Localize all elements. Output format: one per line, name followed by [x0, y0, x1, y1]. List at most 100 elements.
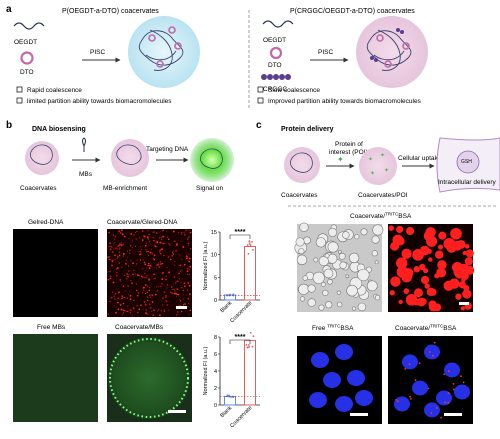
droplet: [336, 301, 343, 308]
speckle: [109, 248, 112, 251]
data-point: [252, 335, 255, 338]
speckle: [121, 229, 123, 232]
data-point: [249, 331, 252, 334]
speckle: [162, 297, 164, 299]
droplet: [423, 230, 434, 241]
speckle: [173, 230, 175, 233]
brightfield-droplets: [294, 222, 384, 312]
speckle: [160, 282, 163, 285]
speckle: [136, 283, 138, 285]
img-label-gelred: Gelred-DNA: [28, 219, 64, 226]
panel-c-header: Coacervate/TRITCBSA: [350, 212, 412, 221]
speckle: [118, 254, 121, 257]
speckle: [136, 294, 139, 297]
nucleus: [355, 390, 373, 406]
speckle: [180, 233, 183, 235]
droplet: [323, 268, 334, 279]
img-label-free-mbs: Free MBs: [37, 324, 66, 331]
speckle: [173, 292, 175, 294]
panel-a-left-pisc: PISC: [90, 49, 105, 56]
speckle: [113, 248, 115, 250]
signal-on-droplet: [190, 138, 234, 182]
speckle: [137, 250, 139, 253]
scale-bar: [176, 306, 187, 309]
tritc-spot: [428, 351, 431, 353]
droplet: [374, 294, 381, 301]
speckle: [158, 241, 160, 243]
svg-text:✦: ✦: [368, 156, 373, 163]
speckle: [167, 238, 170, 241]
speckle: [151, 253, 154, 255]
speckle: [117, 301, 119, 304]
droplet: [398, 299, 403, 305]
speckle: [138, 308, 141, 311]
speckle: [185, 255, 188, 258]
speckle: [178, 254, 180, 256]
coil-icon: [30, 144, 53, 165]
speckle: [108, 255, 111, 258]
speckle: [174, 292, 177, 295]
data-point: [252, 249, 254, 251]
speckle: [153, 278, 155, 280]
speckle: [155, 232, 158, 234]
x-tick-label: Blank: [219, 405, 233, 419]
speckle: [173, 276, 176, 278]
speckle: [108, 245, 111, 247]
speckle: [167, 255, 170, 258]
speckle: [180, 264, 182, 266]
droplet: [307, 298, 316, 307]
speckle: [121, 232, 123, 234]
speckle: [148, 303, 151, 306]
speckle: [190, 248, 192, 250]
speckle: [114, 241, 116, 243]
speckle: [188, 303, 189, 304]
speckle: [147, 250, 149, 253]
y-axis-label: Normalized FI (a.u.): [203, 347, 209, 396]
speckle: [183, 263, 186, 266]
speckle: [145, 284, 147, 286]
speckle: [157, 310, 159, 312]
droplet: [298, 248, 305, 255]
droplet: [435, 250, 444, 259]
speckle: [129, 290, 131, 292]
speckle: [130, 233, 133, 235]
speckle: [182, 294, 184, 296]
speckle: [120, 242, 122, 244]
speckle: [187, 242, 190, 245]
speckle: [149, 296, 151, 298]
polymer-coil-right: [366, 29, 412, 71]
speckle: [156, 267, 158, 269]
x-tick-label: Coacervate: [229, 300, 253, 324]
droplet: [419, 263, 426, 271]
speckle: [133, 308, 136, 310]
nucleus: [335, 344, 353, 360]
speckle: [155, 242, 157, 244]
droplet: [366, 280, 378, 292]
droplet-rim: [109, 338, 189, 418]
panel-c-title: Protein delivery: [281, 126, 334, 133]
speckle: [121, 266, 123, 268]
speckle: [175, 313, 178, 316]
y-tick-label: 5: [214, 275, 217, 281]
droplet: [464, 257, 473, 266]
speckle: [153, 273, 155, 276]
speckle: [186, 229, 188, 231]
speckle: [149, 264, 152, 267]
tritc-spot: [462, 381, 465, 384]
speckle: [129, 311, 132, 314]
droplet: [315, 237, 327, 248]
droplet: [342, 231, 350, 239]
speckle: [126, 256, 128, 258]
speckle: [116, 257, 118, 259]
speckle: [147, 265, 149, 267]
speckle: [186, 267, 189, 270]
speckle: [126, 310, 128, 312]
nucleus: [347, 370, 365, 386]
bullet-box-icon: [257, 86, 264, 93]
droplet: [295, 237, 305, 247]
dto-rings-right: [376, 34, 410, 68]
panel-b-signal: Signal on: [196, 185, 223, 192]
data-point: [232, 293, 235, 296]
speckle: [138, 292, 140, 294]
